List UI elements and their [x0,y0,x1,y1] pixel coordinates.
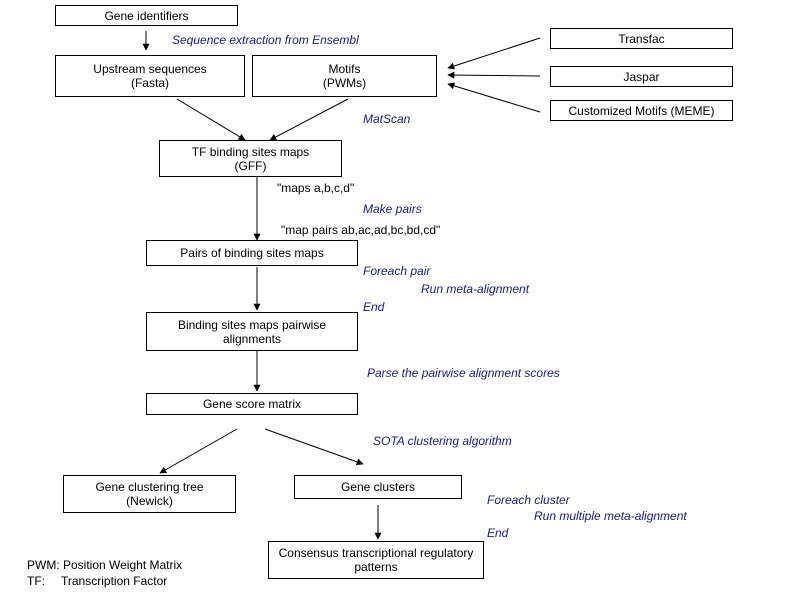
box-pairs-of-maps: Pairs of binding sites maps [146,240,358,266]
box-gene-score-matrix: Gene score matrix [146,393,358,415]
box-motifs: Motifs (PWMs) [252,55,437,97]
arrow-matrix-to-tree [159,428,238,474]
box-pairs-of-maps-text: Pairs of binding sites maps [180,246,324,260]
box-gene-clusters-text: Gene clusters [340,480,416,494]
step-sota-clustering: SOTA clustering algorithm [373,434,512,448]
box-gene-clustering-tree-line2: (Newick) [126,494,173,508]
box-upstream-sequences-line2: (Fasta) [130,76,169,90]
arrow-transfac-to-motifs [447,37,541,70]
box-tf-binding-sites-maps-line2: (GFF) [234,158,267,173]
annotation-maps: "maps a,b,c,d" [277,181,355,195]
box-motifs-line2: (PWMs) [322,76,367,90]
legend-tf-label: TF: [27,574,45,588]
arrow-custom-to-motifs [447,82,541,113]
step-make-pairs: Make pairs [363,202,422,216]
box-upstream-sequences: Upstream sequences (Fasta) [55,55,245,97]
step-run-multiple-meta-alignment: Run multiple meta-alignment [534,509,687,523]
box-consensus-patterns: Consensus transcriptional regulatory pat… [268,541,484,579]
step-foreach-pair: Foreach pair [363,264,431,278]
legend-pwm: PWM: Position Weight Matrix [27,558,183,572]
box-consensus-patterns-line1: Consensus transcriptional regulatory [278,546,474,560]
box-transfac-text: Transfac [618,31,665,46]
box-tf-binding-sites-maps: TF binding sites maps (GFF) [159,140,342,177]
arrow-jaspar-to-motifs [447,71,541,79]
box-consensus-patterns-line2: patterns [354,560,398,574]
step-end-pairs: End [363,300,385,314]
box-gene-score-matrix-text: Gene score matrix [202,397,302,411]
box-upstream-sequences-line1: Upstream sequences [93,62,207,76]
box-gene-clusters: Gene clusters [294,475,462,499]
box-motifs-line1: Motifs [328,62,361,76]
step-parse-scores: Parse the pairwise alignment scores [367,366,560,380]
step-end-clusters: End [487,526,509,540]
step-matscan: MatScan [363,112,411,126]
step-run-meta-alignment: Run meta-alignment [421,282,530,296]
step-foreach-cluster: Foreach cluster [487,493,570,507]
box-gene-clustering-tree-line1: Gene clustering tree [95,480,204,494]
box-jaspar: Jaspar [550,66,733,87]
box-gene-clustering-tree: Gene clustering tree (Newick) [63,475,236,513]
arrow-upstream-to-tf-maps [176,98,246,141]
box-tf-binding-sites-maps-line1: TF binding sites maps [191,144,310,159]
legend-tf: TF: Transcription Factor [27,574,167,589]
box-gene-identifiers-text: Gene identifiers [104,8,189,23]
box-pairwise-alignments-line1: Binding sites maps pairwise [177,317,327,332]
arrow-matrix-to-clusters [264,428,364,466]
box-transfac: Transfac [550,28,733,49]
box-gene-identifiers: Gene identifiers [55,5,238,26]
legend-tf-text: Transcription Factor [61,574,168,588]
arrow-motifs-to-tf-maps [269,98,349,141]
box-jaspar-text: Jaspar [623,69,660,84]
box-customized-motifs-text: Customized Motifs (MEME) [568,103,715,118]
box-pairwise-alignments: Binding sites maps pairwise alignments [146,312,358,351]
annotation-map-pairs: "map pairs ab,ac,ad,bc,bd,cd" [281,223,441,237]
box-customized-motifs: Customized Motifs (MEME) [550,100,733,121]
step-sequence-extraction: Sequence extraction from Ensembl [172,33,359,47]
box-pairwise-alignments-line2: alignments [222,331,282,346]
